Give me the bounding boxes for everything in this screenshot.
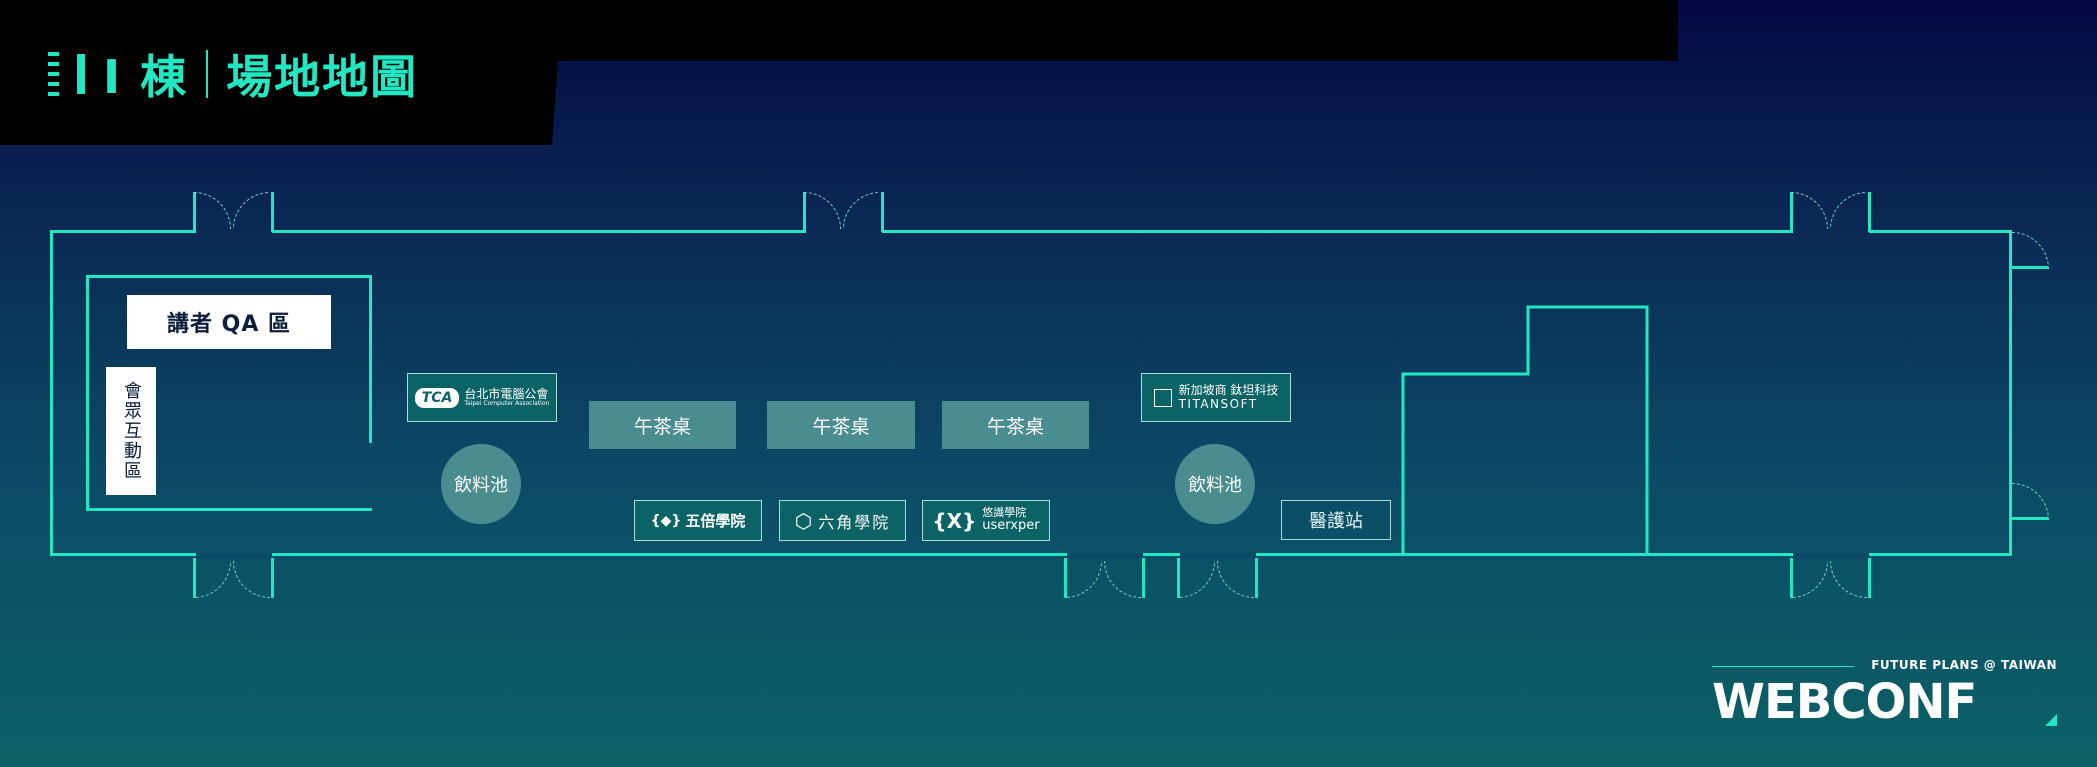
titansoft-logo-icon xyxy=(1153,388,1172,407)
sponsor-tca-name: 台北市電腦公會 xyxy=(464,386,549,401)
sponsor-hexschool-name: 六角學院 xyxy=(818,512,891,532)
qa-zone-label: 講者 QA 區 xyxy=(127,295,331,349)
brand-corner-mark xyxy=(2045,714,2057,726)
brand-tagline: FUTURE PLANS @ TAIWAN xyxy=(1871,658,2057,672)
sponsor-userxper-name: 悠識學院 xyxy=(982,506,1027,520)
sponsor-tca-sub: Taipei Computer Association xyxy=(464,399,550,407)
sponsor-tca-booth: TCA 台北市電腦公會 Taipei Computer Association xyxy=(407,373,557,422)
door-gap xyxy=(1793,553,1869,559)
qa-zone-outline xyxy=(86,275,372,511)
sponsor-titansoft-sub: TITANSOFT xyxy=(1178,396,1258,411)
tca-logo-icon: TCA xyxy=(414,387,460,408)
tea-table-1: 午茶桌 xyxy=(589,401,736,449)
door-gap xyxy=(1067,553,1143,559)
page-title: I 棟 場地地圖 xyxy=(48,46,418,104)
door-gap xyxy=(196,227,272,233)
sponsor-userxper-booth: {X} 悠識學院 userxper xyxy=(922,500,1050,541)
tea-table-3: 午茶桌 xyxy=(942,401,1089,449)
title-panel xyxy=(0,0,600,145)
medical-station: 醫護站 xyxy=(1281,500,1391,540)
sponsor-hexschool-booth: ⬡ 六角學院 xyxy=(779,500,906,541)
audience-zone-label: 會眾互動區 xyxy=(106,367,156,495)
map-title: 場地地圖 xyxy=(226,50,419,104)
hexagon-logo-icon: ⬡ xyxy=(794,508,813,533)
sponsor-5xcampus-booth: {◆} 五倍學院 xyxy=(634,500,762,541)
sponsor-5xcampus-name: 五倍學院 xyxy=(685,512,746,530)
door-gap xyxy=(1180,553,1256,559)
door-gap xyxy=(196,553,272,559)
brand-wordmark: WEBCONF xyxy=(1712,674,1977,730)
door-gap xyxy=(1793,227,1869,233)
title-divider xyxy=(206,50,209,98)
hall-outline xyxy=(50,230,2012,556)
sponsor-titansoft-booth: 新加坡商 鈦坦科技 TITANSOFT xyxy=(1141,373,1291,422)
drink-station-2: 飲料池 xyxy=(1175,444,1255,524)
webconf-logo: FUTURE PLANS @ TAIWAN WEBCONF xyxy=(1712,658,2057,728)
title-bar-decoration xyxy=(77,54,85,94)
title-dashes-decoration xyxy=(48,52,59,96)
tea-table-2: 午茶桌 xyxy=(767,401,915,449)
building-label: I 棟 xyxy=(103,50,189,104)
sponsor-userxper-sub: userxper xyxy=(982,518,1040,534)
diamond-logo-icon: {◆} xyxy=(650,512,682,529)
sponsor-titansoft-name: 新加坡商 鈦坦科技 xyxy=(1178,382,1279,397)
door-gap xyxy=(806,227,882,233)
brand-tagline-rule xyxy=(1712,666,1854,667)
userxper-logo-icon: {X} xyxy=(932,508,977,533)
drink-station-1: 飲料池 xyxy=(441,444,521,524)
